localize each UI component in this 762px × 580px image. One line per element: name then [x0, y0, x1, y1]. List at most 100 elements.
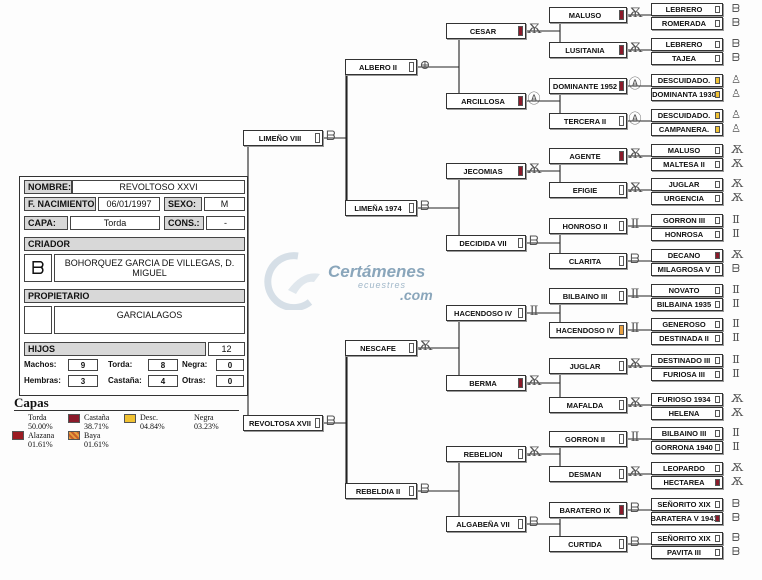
node-g5-14[interactable]: DECANO — [651, 249, 723, 262]
node-g4-4[interactable]: AGENTE — [549, 148, 627, 164]
node-g4-13[interactable]: DESMAN — [549, 466, 627, 482]
coat-color-marker — [715, 410, 720, 417]
node-g5-7[interactable]: CAMPANERA. — [651, 123, 723, 136]
node-g2-1[interactable]: LIMEÑA 1974 — [345, 200, 417, 216]
coat-color-marker — [518, 449, 523, 459]
brand-icon: Ѫ — [527, 374, 542, 389]
node-g4-9[interactable]: HACENDOSO IV — [549, 322, 627, 338]
node-g5-2-label: LEBRERO — [665, 40, 703, 49]
node-sire[interactable]: LIMEÑO VIII — [243, 130, 323, 146]
node-g3-4[interactable]: HACENDOSO IV — [446, 305, 526, 321]
node-g5-24[interactable]: BILBAINO III — [651, 427, 723, 440]
node-g4-11[interactable]: MAFALDA — [549, 397, 627, 413]
node-g5-26[interactable]: LEOPARDO — [651, 462, 723, 475]
node-g3-5[interactable]: BERMA — [446, 375, 526, 391]
node-g4-10[interactable]: JUGLAR — [549, 358, 627, 374]
torda-value: 8 — [148, 359, 178, 371]
node-g4-15-label: CURTIDA — [568, 539, 602, 549]
node-g3-5-label: BERMA — [469, 378, 497, 388]
node-g5-10[interactable]: JUGLAR — [651, 178, 723, 191]
node-g3-2[interactable]: JECOMIAS — [446, 163, 526, 179]
node-g4-0-label: MALUSO — [568, 10, 602, 20]
node-g5-22[interactable]: FURIOSO 1934 — [651, 393, 723, 406]
node-g4-12[interactable]: GORRON II — [549, 431, 627, 447]
node-g5-9[interactable]: MALTESA II — [651, 158, 723, 171]
torda-label: Torda: — [108, 360, 133, 369]
node-g4-8[interactable]: BILBAINO III — [549, 288, 627, 304]
node-g5-3[interactable]: TAJEA — [651, 52, 723, 65]
node-g5-9-label: MALTESA II — [663, 160, 705, 169]
node-g4-14[interactable]: BARATERO IX — [549, 502, 627, 518]
brand-icon: ᗷ — [630, 535, 640, 550]
node-g4-6[interactable]: HONROSO II — [549, 218, 627, 234]
node-g5-21[interactable]: FURIOSA III — [651, 368, 723, 381]
criador-brand-icon: ᗷ — [24, 254, 52, 282]
node-g3-6[interactable]: REBELION — [446, 446, 526, 462]
brand-b-icon: ᗷ — [326, 414, 336, 429]
node-g3-0[interactable]: CESAR — [446, 23, 526, 39]
coat-color-marker — [715, 501, 720, 508]
node-g3-3[interactable]: DECIDIDA VII — [446, 235, 526, 251]
coat-color-marker — [315, 418, 320, 428]
node-g5-13[interactable]: HONROSA — [651, 228, 723, 241]
node-g5-1-label: ROMERADA — [661, 19, 707, 28]
node-g5-20[interactable]: DESTINADO III — [651, 354, 723, 367]
node-g5-30[interactable]: SEÑORITO XIX — [651, 532, 723, 545]
node-g5-16[interactable]: NOVATO — [651, 284, 723, 297]
coat-color-marker — [409, 486, 414, 496]
node-g5-17[interactable]: BILBAINA 1935 — [651, 298, 723, 311]
coat-color-marker — [715, 77, 720, 84]
brand-icon: ᗷ — [732, 262, 740, 275]
node-dam[interactable]: REVOLTOSA XVII — [243, 415, 323, 431]
coat-color-marker — [715, 147, 720, 154]
node-g5-29-label: BARATERA V 1941 — [650, 514, 718, 523]
node-g4-7[interactable]: CLARITA — [549, 253, 627, 269]
node-g4-3[interactable]: TERCERA II — [549, 113, 627, 129]
node-g5-3-label: TAJEA — [671, 54, 697, 63]
node-g3-1-label: ARCILLOSA — [461, 96, 505, 106]
node-g5-25[interactable]: GORRONA 1940 — [651, 441, 723, 454]
coat-color-marker — [619, 221, 624, 231]
node-g4-15[interactable]: CURTIDA — [549, 536, 627, 552]
node-g5-15[interactable]: MILAGROSA V — [651, 263, 723, 276]
node-g5-18[interactable]: GENEROSO — [651, 318, 723, 331]
brand-icon: ᗷ — [529, 515, 539, 530]
node-g5-2[interactable]: LEBRERO — [651, 38, 723, 51]
node-g5-0[interactable]: LEBRERO — [651, 3, 723, 16]
node-g5-24-label: BILBAINO III — [661, 429, 707, 438]
node-g3-1[interactable]: ARCILLOSA — [446, 93, 526, 109]
node-g5-13-label: HONROSA — [664, 230, 704, 239]
coat-color-marker — [715, 430, 720, 437]
node-g5-19[interactable]: DESTINADA II — [651, 332, 723, 345]
node-g2-2[interactable]: NESCAFE — [345, 340, 417, 356]
node-g5-23[interactable]: HELENA — [651, 407, 723, 420]
node-g4-7-label: CLARITA — [568, 256, 602, 266]
node-g4-5-label: EFIGIE — [572, 185, 598, 195]
node-g5-11[interactable]: URGENCIA — [651, 192, 723, 205]
node-g5-12[interactable]: GORRON III — [651, 214, 723, 227]
node-g2-3[interactable]: REBELDIA II — [345, 483, 417, 499]
node-g4-0[interactable]: MALUSO — [549, 7, 627, 23]
node-g3-7[interactable]: ALGABEÑA VII — [446, 516, 526, 532]
coat-color-marker — [518, 166, 523, 176]
node-g5-28[interactable]: SEÑORITO XIX — [651, 498, 723, 511]
brand-icon: Ⅱ — [732, 227, 740, 240]
node-g5-4[interactable]: DESCUIDADO. — [651, 74, 723, 87]
node-g4-2[interactable]: DOMINANTE 1952 — [549, 78, 627, 94]
node-g5-6[interactable]: DESCUIDADO. — [651, 109, 723, 122]
brand-icon: Ⅱ — [630, 217, 640, 232]
node-g5-12-label: GORRON III — [662, 216, 706, 225]
node-g5-8[interactable]: MALUSO — [651, 144, 723, 157]
coat-color-marker — [619, 256, 624, 266]
node-g2-0[interactable]: ALBERO II — [345, 59, 417, 75]
node-g5-14-label: DECANO — [667, 251, 701, 260]
node-g5-1[interactable]: ROMERADA — [651, 17, 723, 30]
node-g5-29[interactable]: BARATERA V 1941 — [650, 512, 723, 525]
node-g4-1[interactable]: LUSITANIA — [549, 42, 627, 58]
node-g5-5[interactable]: DOMINANTA 1930 — [651, 88, 723, 101]
node-g5-31[interactable]: PAVITA III — [651, 546, 723, 559]
node-g5-27[interactable]: HECTAREA — [651, 476, 723, 489]
node-g4-5[interactable]: EFIGIE — [549, 182, 627, 198]
brand-icon: Ѫ — [628, 147, 643, 162]
